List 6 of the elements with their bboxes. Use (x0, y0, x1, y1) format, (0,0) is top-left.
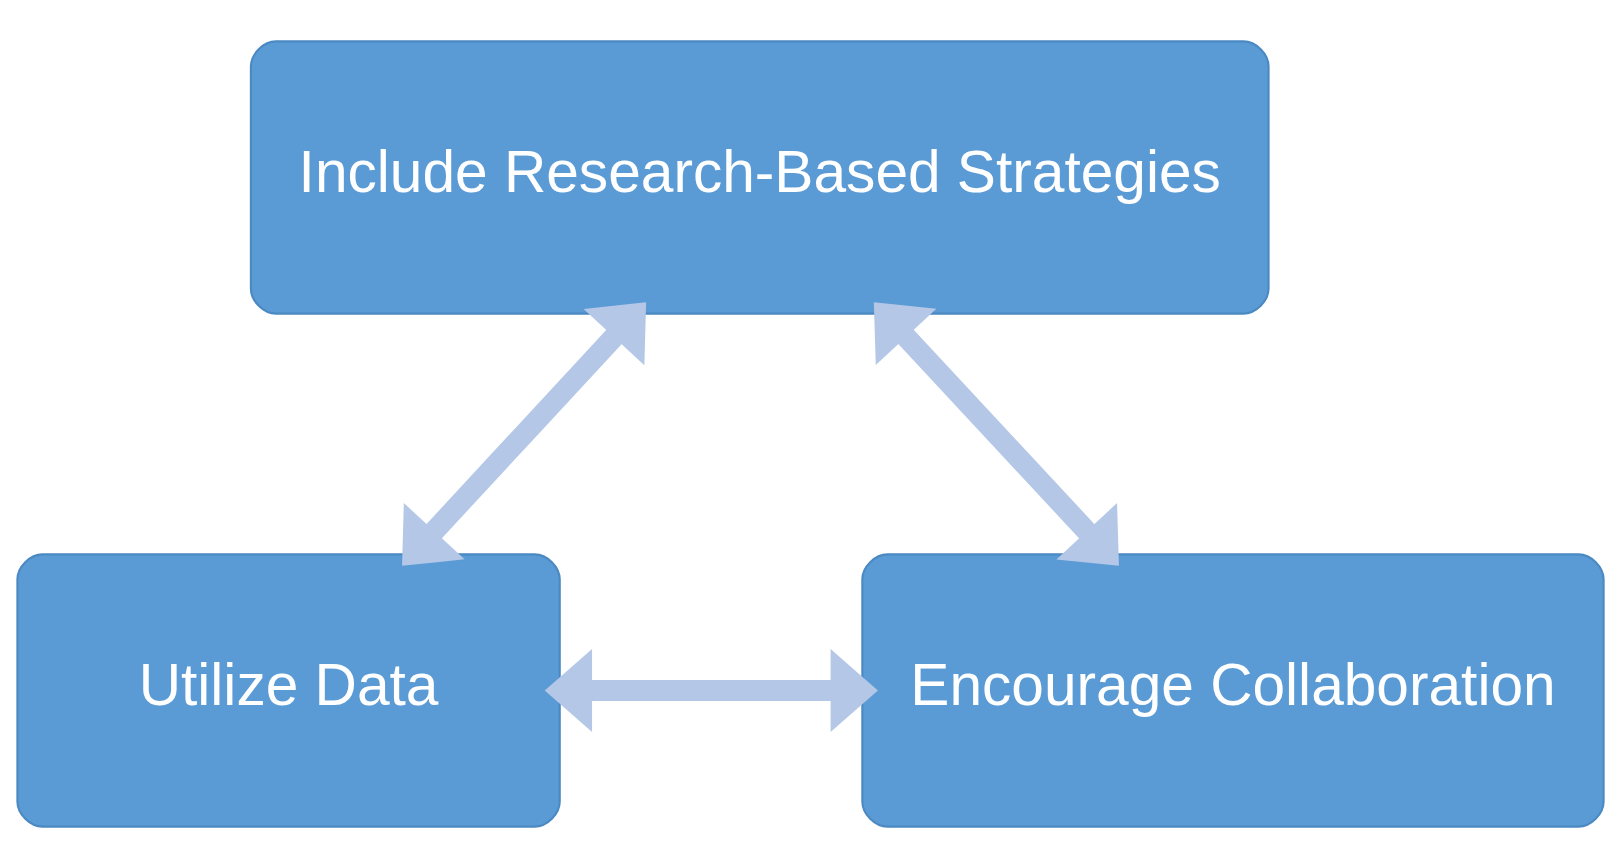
node-box: Include Research-Based Strategies (249, 40, 1270, 315)
arrow (873, 302, 1119, 566)
arrow (401, 302, 646, 566)
node-box: Encourage Collaboration (860, 553, 1605, 828)
node-box: Utilize Data (15, 553, 561, 828)
arrow (544, 649, 878, 732)
